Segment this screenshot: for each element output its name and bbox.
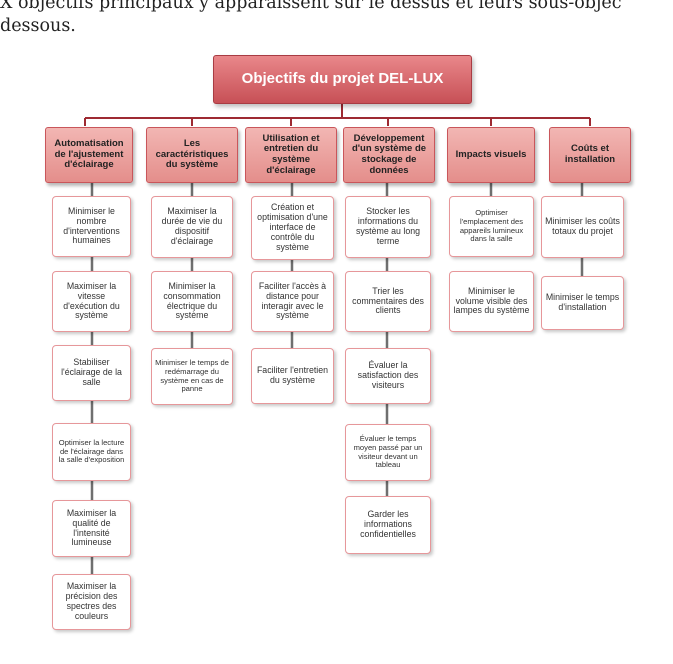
subgoal-box: Minimiser la consommation électrique du … (151, 271, 233, 332)
subgoal-box: Trier les commentaires des clients (345, 271, 431, 332)
subgoal-label: Trier les commentaires des clients (352, 285, 424, 316)
category-label: Coûts et installation (564, 143, 616, 165)
subgoal-box: Minimiser le temps d'installation (541, 276, 624, 330)
subgoal-box: Maximiser la qualité de l'intensité lumi… (52, 500, 131, 557)
subgoal-box: Faciliter l'entretien du système (251, 348, 334, 404)
subgoal-label: Minimiser le volume visible des lampes d… (453, 285, 530, 316)
category-label: Impacts visuels (455, 148, 527, 160)
category-impacts-visuels: Impacts visuels (447, 127, 535, 183)
subgoal-box: Stocker les informations du système au l… (345, 196, 431, 258)
subgoal-label: Minimiser le nombre d'interventions huma… (63, 205, 120, 246)
subgoal-label: Minimiser le temps de redémarrage du sys… (155, 358, 229, 394)
subgoal-box: Maximiser la précision des spectres des … (52, 574, 131, 630)
subgoal-box: Évaluer la satisfaction des visiteurs (345, 348, 431, 404)
subgoal-box: Garder les informations confidentielles (345, 496, 431, 554)
subgoal-box: Création et optimisation d'une interface… (251, 196, 334, 260)
subgoal-label: Stabiliser l'éclairage de la salle (61, 357, 122, 387)
category-label: Les caractéristiques du système (155, 137, 229, 171)
subgoal-label: Maximiser la qualité de l'intensité lumi… (66, 507, 117, 548)
root-objective-label: Objectifs du projet DEL-LUX (241, 70, 444, 88)
category-developpement: Développement d'un système de stockage d… (343, 127, 435, 183)
subgoal-box: Optimiser la lecture de l'éclairage dans… (52, 423, 131, 481)
category-utilisation: Utilisation et entretien du système d'éc… (245, 127, 337, 183)
subgoal-box: Minimiser le temps de redémarrage du sys… (151, 348, 233, 405)
subgoal-label: Maximiser la vitesse d'exécution du syst… (63, 280, 120, 321)
intro-text: X objectifs principaux y apparaissent su… (0, 0, 673, 38)
subgoal-label: Optimiser l'emplacement des appareils lu… (459, 208, 524, 244)
subgoal-label: Optimiser la lecture de l'éclairage dans… (58, 438, 125, 465)
subgoal-label: Stocker les informations du système au l… (355, 206, 421, 246)
subgoal-box: Maximiser la vitesse d'exécution du syst… (52, 271, 131, 332)
subgoal-box: Évaluer le temps moyen passé par un visi… (345, 424, 431, 481)
category-couts-installation: Coûts et installation (549, 127, 631, 183)
subgoal-label: Évaluer la satisfaction des visiteurs (357, 360, 419, 390)
subgoal-box: Stabiliser l'éclairage de la salle (52, 345, 131, 401)
subgoal-box: Maximiser la durée de vie du dispositif … (151, 196, 233, 258)
subgoal-label: Évaluer le temps moyen passé par un visi… (353, 434, 423, 470)
category-label: Développement d'un système de stockage d… (351, 132, 427, 176)
subgoal-box: Minimiser le volume visible des lampes d… (449, 271, 534, 332)
category-caracteristiques: Les caractéristiques du système (146, 127, 238, 183)
subgoal-label: Minimiser la consommation électrique du … (163, 280, 221, 321)
category-automatisation: Automatisation de l'ajustement d'éclaira… (45, 127, 133, 183)
subgoal-label: Garder les informations confidentielles (360, 509, 416, 539)
subgoal-box: Minimiser le nombre d'interventions huma… (52, 196, 131, 257)
subgoal-label: Création et optimisation d'une interface… (257, 202, 328, 252)
category-label: Utilisation et entretien du système d'éc… (262, 132, 320, 176)
subgoal-label: Faciliter l'entretien du système (256, 365, 329, 385)
subgoal-box: Faciliter l'accès à distance pour intera… (251, 271, 334, 332)
category-label: Automatisation de l'ajustement d'éclaira… (54, 137, 124, 171)
subgoal-label: Maximiser la précision des spectres des … (65, 581, 118, 621)
subgoal-label: Faciliter l'accès à distance pour intera… (258, 280, 327, 321)
subgoal-label: Minimiser le temps d'installation (545, 292, 620, 312)
intro-line-1: X objectifs principaux y apparaissent su… (0, 0, 622, 13)
subgoal-label: Maximiser la durée de vie du dispositif … (161, 206, 223, 246)
subgoal-label: Minimiser les coûts totaux du projet (545, 216, 620, 236)
subgoal-box: Minimiser les coûts totaux du projet (541, 196, 624, 258)
root-objective: Objectifs du projet DEL-LUX (213, 55, 472, 104)
subgoal-box: Optimiser l'emplacement des appareils lu… (449, 196, 534, 257)
intro-line-2: dessous. (0, 16, 76, 36)
